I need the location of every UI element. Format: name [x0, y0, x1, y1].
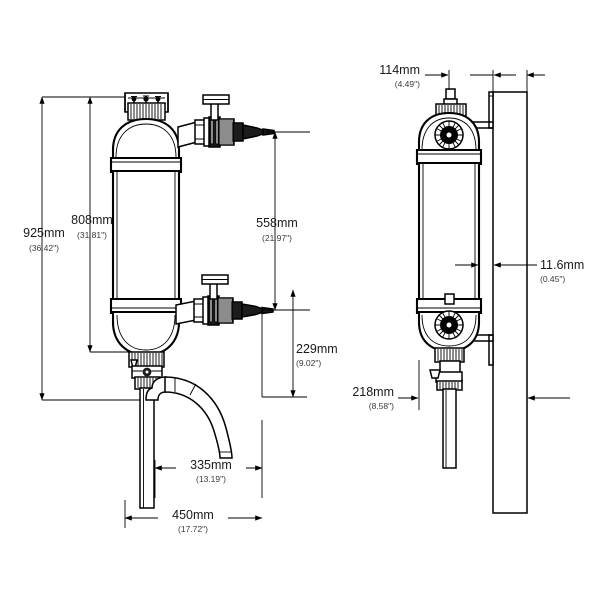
side-drain-fitting: [429, 347, 465, 391]
dim-depth-to-wall-mm: 218mm: [352, 385, 394, 399]
dim-cap-offset-mm: 114mm: [379, 63, 420, 77]
standpipe: [139, 387, 155, 509]
dim-vessel-height-inch: (31.81"): [77, 230, 107, 240]
vessel-collar-bot: [109, 297, 183, 315]
vessel-collar-top: [109, 156, 183, 174]
vessel-body: [111, 169, 181, 302]
valve-face-bottom: [434, 293, 464, 340]
dim-lower-port-height: 229mm (9.02"): [261, 289, 338, 398]
dim-vessel-height: 808mm (31.81"): [71, 96, 129, 353]
side-elevation-view: 114mm (4.49") 11.6mm (0.45") 218mm (8.58…: [352, 63, 584, 514]
dim-wall-clearance-mm: 11.6mm: [540, 258, 584, 272]
drain-hose: [145, 376, 233, 459]
dim-overall-width: 450mm (17.72"): [124, 500, 263, 534]
dim-hose-reach-mm: 335mm: [190, 458, 232, 472]
cap-fittings: [131, 95, 161, 103]
dim-wall-clearance-inch: (0.45"): [540, 274, 565, 284]
bottom-union-nut: [131, 365, 163, 379]
wall-panel: [492, 91, 528, 514]
dim-overall-height: 925mm (36.42"): [23, 96, 140, 401]
valve-face-top: [434, 120, 464, 150]
dim-hose-reach-inch: (13.19"): [196, 474, 226, 484]
dim-wall-clearance: 11.6mm (0.45"): [455, 258, 584, 284]
lower-ball-valve: [175, 274, 234, 326]
front-elevation-view: 925mm (36.42") 808mm (31.81") 558mm (21.…: [23, 92, 338, 534]
dim-lower-port-height-inch: (9.02"): [296, 358, 321, 368]
dim-overall-height-inch: (36.42"): [29, 243, 59, 253]
dim-vessel-height-mm: 808mm: [71, 213, 113, 227]
top-vent-cap: [127, 95, 166, 121]
dim-hose-reach: 335mm (13.19"): [154, 420, 263, 498]
upper-ball-valve: [177, 94, 235, 148]
dim-port-to-port-inch: (21.97"): [262, 233, 292, 243]
dim-lower-port-height-mm: 229mm: [296, 342, 338, 356]
dim-overall-width-inch: (17.72"): [178, 524, 208, 534]
bottom-drain-fitting: [128, 351, 165, 390]
dim-overall-height-mm: 925mm: [23, 226, 65, 240]
dim-depth-to-wall: 218mm (8.58"): [352, 360, 570, 411]
dim-port-to-port-mm: 558mm: [256, 216, 298, 230]
dim-cap-offset: 114mm (4.49"): [379, 63, 545, 92]
vessel-dome-top: [111, 117, 181, 162]
dim-cap-offset-inch: (4.49"): [395, 79, 420, 89]
dim-overall-width-mm: 450mm: [172, 508, 214, 522]
dim-depth-to-wall-inch: (8.58"): [369, 401, 394, 411]
side-standpipe: [442, 388, 457, 469]
lower-hose-barb: [231, 301, 274, 320]
